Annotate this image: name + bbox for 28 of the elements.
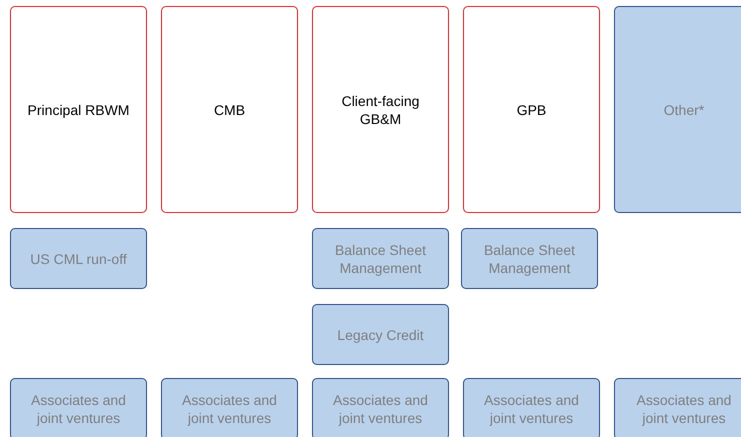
business-segment-box (161, 6, 298, 213)
box-label: CMB (212, 100, 246, 118)
box-label: Balance Sheet Management (482, 240, 576, 276)
box-label: Associates and joint ventures (332, 391, 429, 427)
sub-unit-box (614, 378, 741, 437)
sub-unit-box (461, 228, 598, 289)
box-label: US CML run-off (29, 250, 128, 268)
sub-unit-box (312, 228, 449, 289)
business-segment-box (312, 6, 449, 213)
box-label: Other* (662, 100, 706, 118)
sub-unit-box (312, 378, 449, 437)
sub-unit-box (312, 304, 449, 365)
business-segment-box (10, 6, 147, 213)
box-label: GPB (516, 100, 548, 118)
box-label: Associates and joint ventures (181, 391, 278, 427)
box-label: Associates and joint ventures (636, 391, 732, 427)
box-label: Legacy Credit (336, 326, 425, 344)
business-segment-box (614, 6, 741, 213)
sub-unit-box (10, 228, 147, 289)
box-label: Client-facing GB&M (340, 92, 420, 128)
sub-unit-box (161, 378, 298, 437)
box-label: Associates and joint ventures (483, 391, 580, 427)
box-label: Balance Sheet Management (334, 240, 428, 276)
box-label: Principal RBWM (26, 100, 130, 118)
business-segment-box (463, 6, 600, 213)
box-label: Associates and joint ventures (30, 391, 127, 427)
sub-unit-box (10, 378, 147, 437)
sub-unit-box (463, 378, 600, 437)
